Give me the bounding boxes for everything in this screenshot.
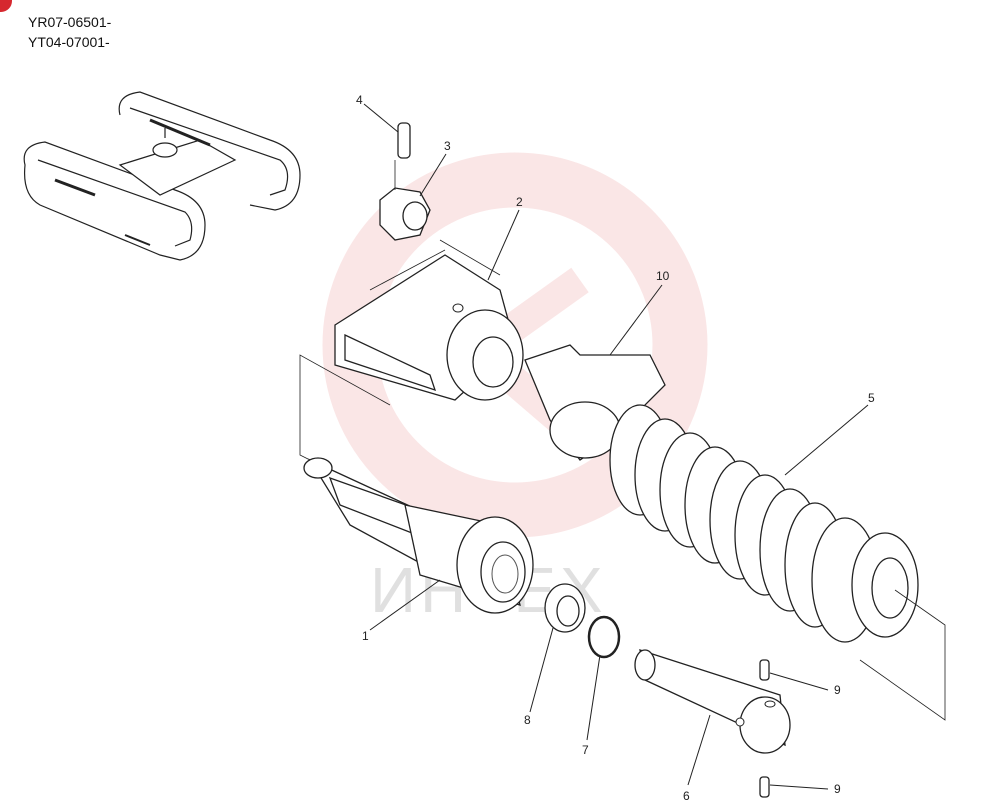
assembly-guide-lines xyxy=(299,160,946,721)
callout-3: 3 xyxy=(444,139,451,153)
callout-1: 1 xyxy=(362,629,369,643)
leader-lines xyxy=(363,103,869,790)
part-10-shim xyxy=(524,344,666,461)
part-2-idler-yoke xyxy=(334,254,524,401)
part-9-pin-top xyxy=(759,659,770,681)
part-3-nut xyxy=(379,187,431,241)
part-7-o-ring xyxy=(587,615,621,659)
callout-8: 8 xyxy=(524,713,531,727)
undercarriage-inset xyxy=(23,91,301,261)
callout-7: 7 xyxy=(582,743,589,757)
part-8-bushing xyxy=(544,583,586,633)
part-9-pin-bottom xyxy=(759,776,770,798)
serial-line-1: YR07-06501- xyxy=(28,14,112,30)
callout-4: 4 xyxy=(356,93,363,107)
callout-5: 5 xyxy=(868,391,875,405)
serial-line-2: YT04-07001- xyxy=(28,34,110,50)
callout-6: 6 xyxy=(683,789,690,803)
part-4-pin xyxy=(397,122,411,159)
part-6-rod xyxy=(634,649,791,754)
serial-range: YR07-06501- YT04-07001- xyxy=(28,12,111,52)
callout-9-top: 9 xyxy=(834,683,841,697)
callout-10: 10 xyxy=(656,269,670,283)
part-5-recoil-spring xyxy=(609,404,919,643)
callout-2: 2 xyxy=(516,195,523,209)
callout-9-bottom: 9 xyxy=(834,782,841,796)
part-1-adjuster-cylinder xyxy=(303,457,534,614)
